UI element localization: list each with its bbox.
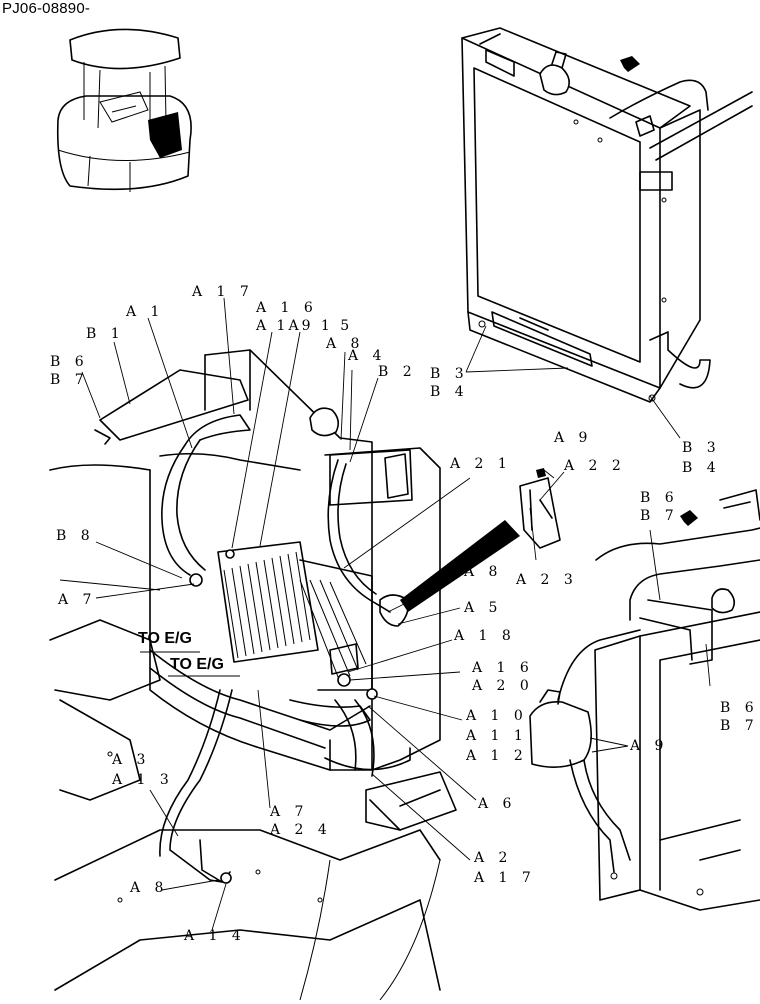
label-b7-mid: B 7 (640, 508, 679, 524)
label-b3-a: B 3 (430, 366, 469, 382)
label-a24: A 2 4 (270, 822, 332, 838)
label-a19-15: A 1A9 1 5 (256, 318, 353, 334)
label-a7-bottom: A 7 (270, 804, 309, 820)
label-a21: A 2 1 (450, 456, 512, 472)
label-b1: B 1 (86, 326, 125, 342)
label-b2: B 2 (378, 364, 417, 380)
label-a17-top: A 1 7 (192, 284, 254, 300)
radiator-bottom-right (529, 489, 760, 911)
label-b6-left: B 6 (50, 354, 89, 370)
label-a18: A 1 8 (454, 628, 516, 644)
label-a20: A 2 0 (472, 678, 534, 694)
label-b3-b: B 3 (682, 440, 721, 456)
core-fins (223, 551, 367, 683)
to-engine-label-2: TO E/G (170, 656, 224, 673)
label-a9-right: A 9 (630, 738, 669, 754)
bracket-a22 (519, 468, 561, 549)
radiator-main-center (94, 349, 520, 884)
label-b7-right: B 7 (720, 718, 759, 734)
leader-lines (81, 297, 711, 931)
label-a10: A 1 0 (466, 708, 528, 724)
label-a8-mid: A 8 (464, 564, 503, 580)
label-b6-right: B 6 (720, 700, 759, 716)
label-a16-mid: A 1 6 (472, 660, 534, 676)
label-a6: A 6 (478, 796, 517, 812)
label-b4-a: B 4 (430, 384, 469, 400)
label-a16-top: A 1 6 (256, 300, 318, 316)
label-a11: A 1 1 (466, 728, 528, 744)
label-a1: A 1 (126, 304, 165, 320)
label-a23: A 2 3 (516, 572, 578, 588)
label-a4: A 4 (348, 348, 387, 364)
machine-frame (49, 464, 441, 1001)
label-a5: A 5 (464, 600, 503, 616)
label-a8-bottom: A 8 (130, 880, 169, 896)
label-a14: A 1 4 (184, 928, 246, 944)
label-a9-top: A 9 (554, 430, 593, 446)
label-b7-left: B 7 (50, 372, 89, 388)
label-a8-top: A 8 (326, 336, 365, 352)
label-b6-mid: B 6 (640, 490, 679, 506)
label-a12: A 1 2 (466, 748, 528, 764)
label-a13: A 1 3 (112, 772, 174, 788)
label-a3: A 3 (112, 752, 151, 768)
radiator-top-right (461, 27, 753, 403)
document-id: PJ06-08890- (2, 0, 91, 17)
label-a17-bottom: A 1 7 (474, 870, 536, 886)
label-a7-left: A 7 (58, 592, 97, 608)
label-a2: A 2 (474, 850, 513, 866)
to-engine-label-1: TO E/G (138, 630, 192, 647)
label-b8: B 8 (56, 528, 95, 544)
label-a22: A 2 2 (564, 458, 626, 474)
machine-thumbnail (56, 28, 192, 192)
label-b4-b: B 4 (682, 460, 721, 476)
